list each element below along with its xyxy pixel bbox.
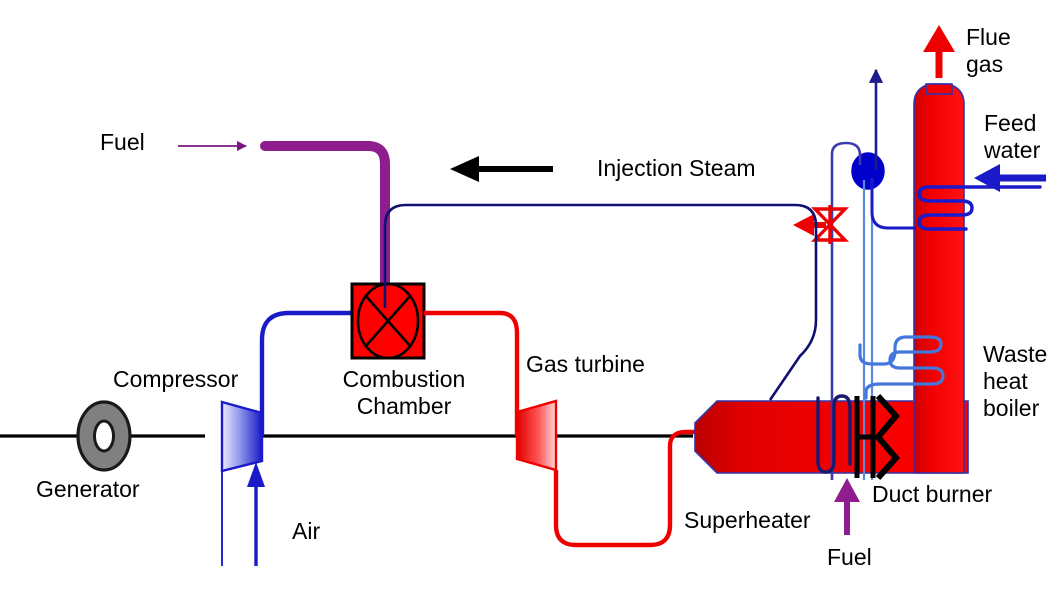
- fuel-top-label: Fuel: [100, 129, 145, 155]
- compressor-label: Compressor: [113, 366, 239, 392]
- injection-steam-stream: [450, 156, 553, 182]
- steam-drum[interactable]: [851, 152, 885, 190]
- fuel-to-duct-burner: [834, 478, 860, 535]
- superheater-label: Superheater: [684, 507, 811, 533]
- duct-burner-label: Duct burner: [872, 481, 993, 507]
- generator-label: Generator: [36, 476, 140, 502]
- riser-line: [830, 141, 862, 480]
- generator[interactable]: [76, 400, 132, 472]
- gas-turbine-label: Gas turbine: [526, 351, 645, 377]
- feed-water-label: Feed water: [984, 110, 1041, 163]
- drum-feed-line: [870, 178, 916, 230]
- flue-gas-label: Flue gas: [966, 24, 1011, 77]
- compressor[interactable]: [220, 400, 264, 473]
- compressed-air-line: [259, 310, 352, 436]
- injection-steam-label: Injection Steam: [597, 155, 756, 181]
- fuel-bottom-label: Fuel: [827, 544, 872, 570]
- evaporator-coil: [858, 335, 945, 400]
- combustion-chamber[interactable]: [350, 282, 426, 360]
- waste-heat-boiler-label: Waste heat boiler: [983, 341, 1048, 421]
- flue-gas-stream: [923, 25, 955, 78]
- fuel-to-combustor: [260, 141, 390, 295]
- superheater[interactable]: [816, 394, 852, 474]
- air-inlet-stream: [221, 462, 265, 566]
- economizer-coil: [917, 185, 1042, 231]
- turbine-exhaust-line: [553, 429, 700, 548]
- duct-burner[interactable]: [854, 393, 900, 481]
- gas-turbine[interactable]: [515, 399, 558, 472]
- steam-valve[interactable]: [793, 205, 850, 244]
- hot-gas-line: [424, 310, 520, 436]
- air-label: Air: [292, 518, 321, 544]
- feed-water-stream: [974, 164, 1046, 192]
- injection-steam-pipe: [383, 203, 818, 401]
- combustion-chamber-label: Combustion Chamber: [342, 366, 466, 419]
